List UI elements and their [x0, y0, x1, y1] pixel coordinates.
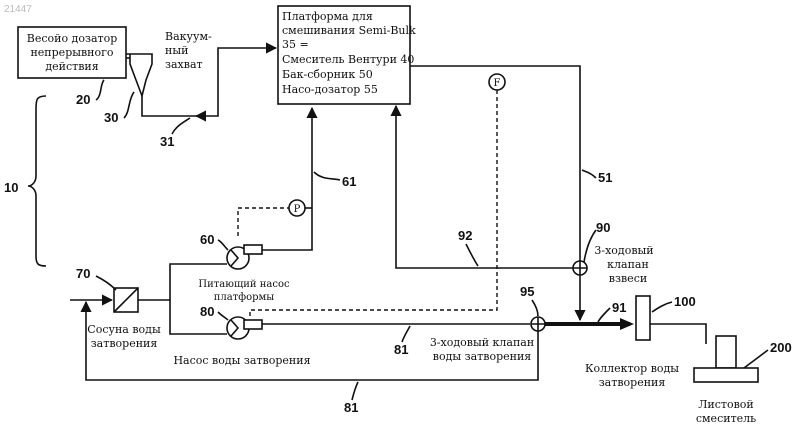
ref-60: 60: [200, 232, 214, 247]
feed-pump-label-1: Питающий насос: [198, 279, 290, 290]
slurry-valve-label-1: 3-ходовый: [594, 244, 653, 257]
ref-81-upper: 81: [394, 342, 408, 357]
ref-31: 31: [160, 134, 174, 149]
sheet-mixer-icon: [694, 368, 758, 382]
flow-meter-label: F: [494, 78, 501, 89]
platform-label-3: 35 =: [282, 38, 309, 51]
ref-90: 90: [596, 220, 610, 235]
water-vessel-label-1: Сосуна воды: [87, 323, 161, 336]
water-valve-label-1: 3-ходовый клапан: [430, 336, 534, 349]
platform-label-2: смешивания Semi-Bulk: [282, 24, 416, 37]
weigher-label-2: непрерывного: [30, 46, 113, 59]
vessel-to-water-pump-line: [170, 300, 227, 334]
ref-81-lower: 81: [344, 400, 358, 415]
ref-91: 91: [612, 300, 626, 315]
ref-10: 10: [4, 180, 18, 195]
platform-label-6: Насо-дозатор 55: [282, 83, 378, 96]
ref-51: 51: [598, 170, 612, 185]
collector-to-mixer-line: [650, 324, 706, 344]
ref-61: 61: [342, 174, 356, 189]
collector-label-1: Коллектор воды: [585, 362, 679, 375]
platform-label-1: Платформа для: [282, 10, 373, 23]
platform-label-5: Бак-сборник 50: [282, 68, 373, 81]
ref-30: 30: [104, 110, 118, 125]
line-92: [396, 106, 574, 268]
slurry-valve-label-3: взвеси: [609, 272, 647, 285]
weigher-label-3: действия: [45, 60, 98, 73]
line-51: [410, 66, 580, 320]
water-vessel-label-2: затворения: [91, 337, 158, 350]
ref-200: 200: [770, 340, 792, 355]
watermark: 21447: [4, 4, 32, 15]
vacuum-label-3: захват: [165, 58, 203, 71]
vacuum-label-1: Вакуум-: [165, 30, 212, 43]
system-brace: [28, 96, 46, 266]
ref-100: 100: [674, 294, 696, 309]
feed-pump-label-2: платформы: [214, 292, 275, 303]
ref-20: 20: [76, 92, 90, 107]
ref-92: 92: [458, 228, 472, 243]
ref-95: 95: [520, 284, 534, 299]
pressure-signal-line: [238, 208, 289, 236]
line-31: [142, 48, 276, 116]
weigher-label-1: Весойо дозатор: [27, 32, 118, 45]
vacuum-label-2: ный: [165, 44, 188, 57]
water-pump-label: Насос воды затворения: [173, 354, 310, 367]
collector-label-2: затворения: [599, 376, 666, 389]
vacuum-hopper: [126, 54, 152, 96]
pressure-gauge-label: P: [294, 204, 301, 215]
line-61: [262, 108, 312, 250]
ref-80: 80: [200, 304, 214, 319]
water-valve-label-2: воды затворения: [433, 350, 532, 363]
sheet-mixer-label-1: Листовой: [698, 398, 754, 411]
slurry-valve-label-2: клапан: [607, 258, 649, 271]
platform-label-4: Смеситель Вентури 40: [282, 53, 414, 66]
water-collector-icon: [636, 296, 650, 340]
ref-70: 70: [76, 266, 90, 281]
sheet-mixer-label-2: смеситель: [696, 412, 756, 425]
